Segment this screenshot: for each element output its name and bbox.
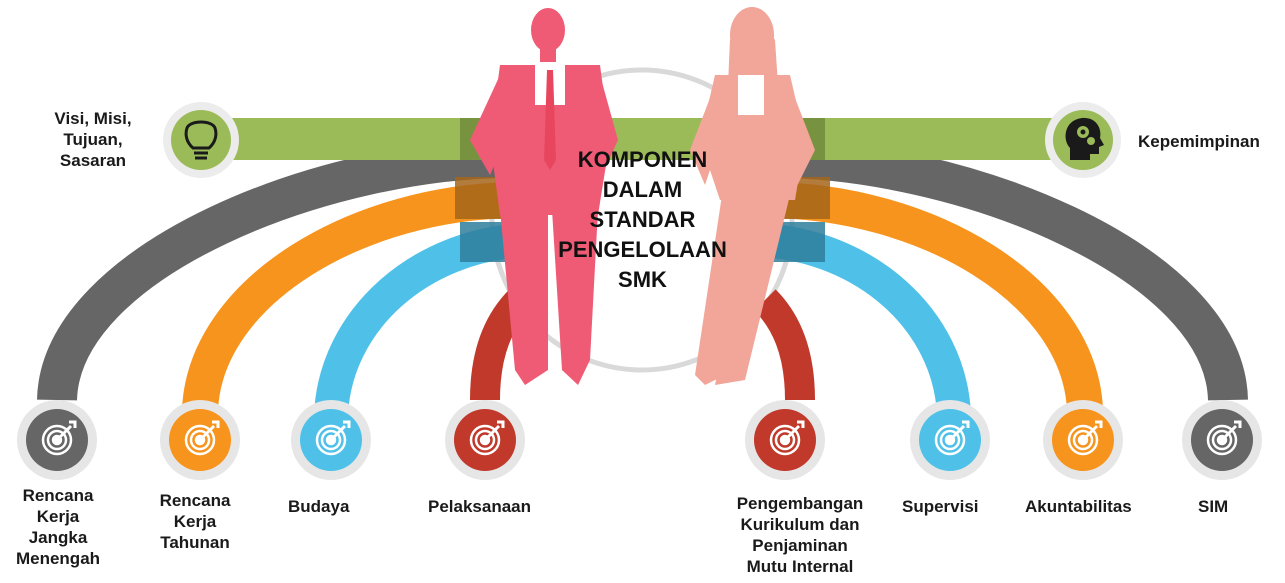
- lightbulb-node: [163, 102, 239, 178]
- target-node: [445, 400, 525, 480]
- label-rencana-jangka-menengah: Rencana Kerja Jangka Menengah: [15, 486, 101, 568]
- arc-red-right: [754, 289, 815, 401]
- woman-figure: [690, 7, 815, 385]
- lightbulb-icon: [184, 120, 218, 160]
- label-pengembangan-kurikulum: Pengembangan Kurikulum dan Penjaminan Mu…: [736, 494, 864, 576]
- arc-group: [37, 137, 1248, 417]
- arc-gray-right: [764, 137, 1248, 402]
- head-gears-node: [1045, 102, 1121, 178]
- target-node: [1043, 400, 1123, 480]
- bottom-nodes: [17, 400, 1262, 480]
- target-icon: [469, 420, 505, 456]
- label-kepemimpinan: Kepemimpinan: [1138, 132, 1260, 151]
- target-icon: [769, 420, 805, 456]
- target-node: [160, 400, 240, 480]
- head-gears-icon: [1065, 117, 1104, 160]
- target-icon: [315, 420, 351, 456]
- label-supervisi: Supervisi: [902, 497, 979, 516]
- green-bar: [200, 118, 1085, 160]
- target-icon: [41, 420, 77, 456]
- target-node: [1182, 400, 1262, 480]
- label-visi-misi: Visi, Misi, Tujuan, Sasaran: [54, 109, 132, 170]
- label-budaya: Budaya: [288, 497, 350, 516]
- label-pelaksanaan: Pelaksanaan: [428, 497, 532, 516]
- target-node: [17, 400, 97, 480]
- target-node: [910, 400, 990, 480]
- label-rencana-tahunan: Rencana Kerja Tahunan: [159, 491, 231, 552]
- target-node: [291, 400, 371, 480]
- label-sim: SIM: [1198, 497, 1229, 516]
- target-icon: [934, 420, 970, 456]
- target-icon: [1067, 420, 1103, 456]
- target-icon: [184, 420, 220, 456]
- label-akuntabilitas: Akuntabilitas: [1025, 497, 1132, 516]
- arc-gray-left: [37, 137, 521, 402]
- target-node: [745, 400, 825, 480]
- target-icon: [1206, 420, 1242, 456]
- man-figure: [470, 8, 618, 385]
- center-title: KOMPONEN DALAM STANDAR PENGELOLAAN SMK: [558, 147, 727, 292]
